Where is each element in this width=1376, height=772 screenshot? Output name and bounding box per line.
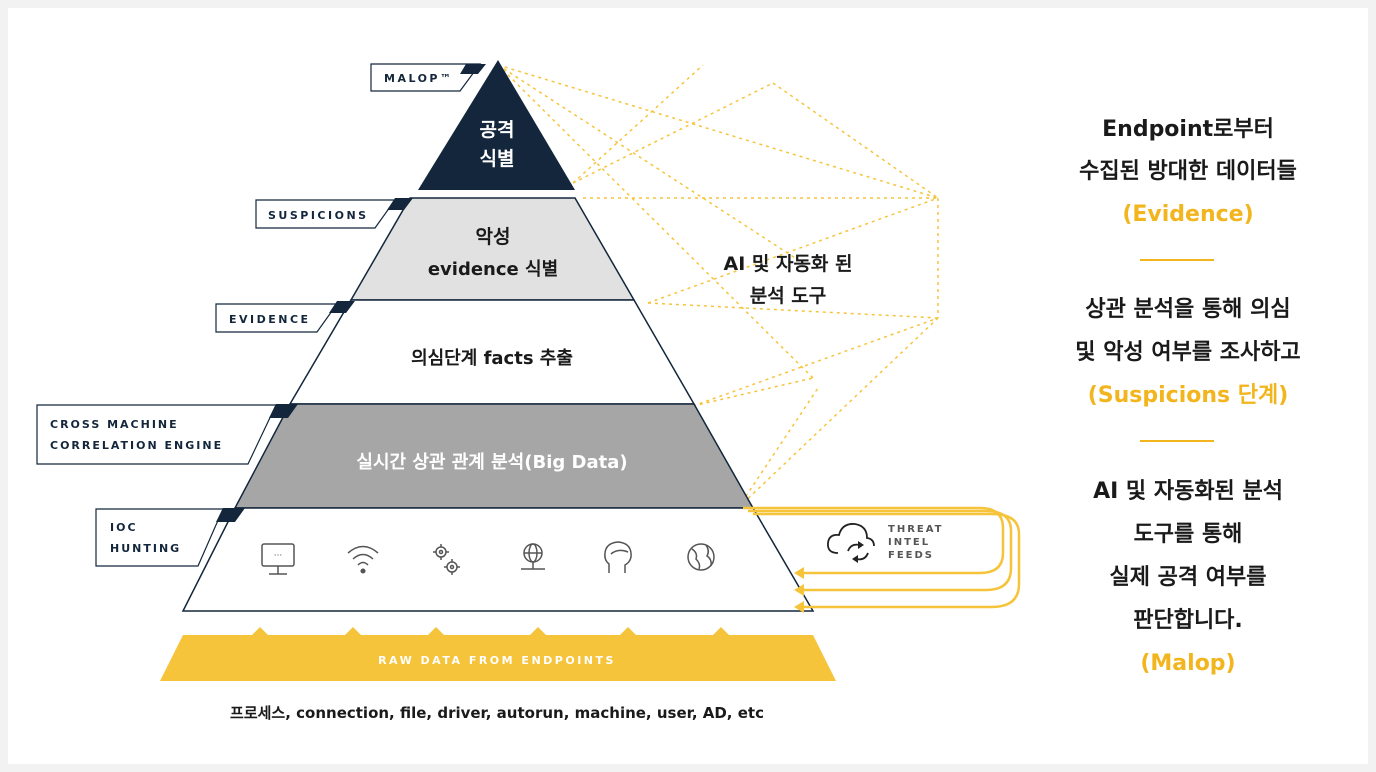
tag-ioc-hunting: IOC HUNTING: [95, 508, 245, 567]
right-block3-line1: AI 및 자동화된 분석: [1093, 479, 1283, 504]
malop-text-line1: 공격: [480, 119, 515, 141]
threat-intel-feeds: THREAT INTEL FEEDS: [827, 523, 944, 563]
right-block1-line2: 수집된 방대한 데이터들: [1079, 159, 1297, 184]
tag-malop-label: MALOP™: [384, 72, 454, 85]
evidence-text: 의심단계 facts 추출: [411, 348, 573, 369]
raw-data-banner: RAW DATA FROM ENDPOINTS: [160, 627, 836, 681]
tag-ioc-line2: HUNTING: [110, 542, 181, 555]
ai-tools-label-line2: 분석 도구: [750, 285, 827, 307]
threat-feed-arrowheads: [794, 567, 804, 613]
right-divider-2: [1140, 440, 1214, 442]
gears-icon: [433, 544, 460, 575]
ai-network-lines: [497, 64, 939, 509]
ai-tools-label-line1: AI 및 자동화 된: [723, 253, 852, 275]
cloud-sync-icon: [827, 523, 875, 563]
pyramid-level-suspicions: [349, 197, 636, 301]
malop-text-line2: 식별: [480, 148, 515, 170]
pyramid-diagram: MALOP™ SUSPICIONS EVIDENCE CROSS MACHINE…: [36, 60, 1021, 722]
suspicions-text-line1: 악성: [476, 226, 511, 248]
tag-correlation: CROSS MACHINE CORRELATION ENGINE: [36, 404, 298, 465]
tag-suspicions-label: SUSPICIONS: [268, 209, 369, 222]
pyramid-level-malop: [418, 60, 575, 190]
threat-intel-line1: THREAT: [888, 524, 944, 535]
right-block2-line1: 상관 분석을 통해 의심: [1085, 297, 1291, 322]
tag-malop: MALOP™: [370, 63, 486, 92]
network-icon: [521, 543, 545, 570]
user-head-icon: [604, 541, 632, 573]
suspicions-text-line2: evidence 식별: [428, 259, 558, 280]
tag-evidence-label: EVIDENCE: [229, 313, 311, 326]
right-divider-1: [1140, 259, 1214, 261]
raw-data-banner-label: RAW DATA FROM ENDPOINTS: [378, 654, 616, 667]
tag-evidence: EVIDENCE: [215, 301, 355, 333]
right-block3-line2: 도구를 통해: [1133, 522, 1243, 547]
right-block2-line2: 및 악성 여부를 조사하고: [1075, 340, 1301, 365]
threat-intel-line3: FEEDS: [888, 550, 934, 561]
threat-intel-line2: INTEL: [888, 537, 930, 548]
right-block3-line3: 실제 공격 여부를: [1109, 565, 1267, 590]
right-block3-highlight: (Malop): [1140, 651, 1236, 676]
monitor-icon: ···: [261, 543, 295, 575]
tag-suspicions: SUSPICIONS: [255, 198, 413, 229]
threat-feed-arrows: [743, 506, 1021, 609]
raw-data-caption: 프로세스, connection, file, driver, autorun,…: [230, 704, 764, 722]
tag-ioc-line1: IOC: [110, 521, 138, 534]
right-block1-highlight: (Evidence): [1122, 202, 1254, 227]
tag-correlation-line1: CROSS MACHINE: [50, 418, 179, 431]
correlation-text: 실시간 상관 관계 분석(Big Data): [356, 452, 627, 473]
svg-text:···: ···: [274, 551, 283, 561]
tag-correlation-line2: CORRELATION ENGINE: [50, 439, 223, 452]
right-block3-line4: 판단합니다.: [1133, 608, 1243, 633]
pyramid-level-ioc: [181, 507, 815, 612]
right-block2-highlight: (Suspicions 단계): [1087, 383, 1289, 408]
wifi-icon: [347, 545, 379, 574]
right-block1-line1: Endpoint로부터: [1102, 117, 1274, 142]
diagram-canvas: MALOP™ SUSPICIONS EVIDENCE CROSS MACHINE…: [8, 8, 1368, 764]
globe-icon: [687, 543, 715, 571]
